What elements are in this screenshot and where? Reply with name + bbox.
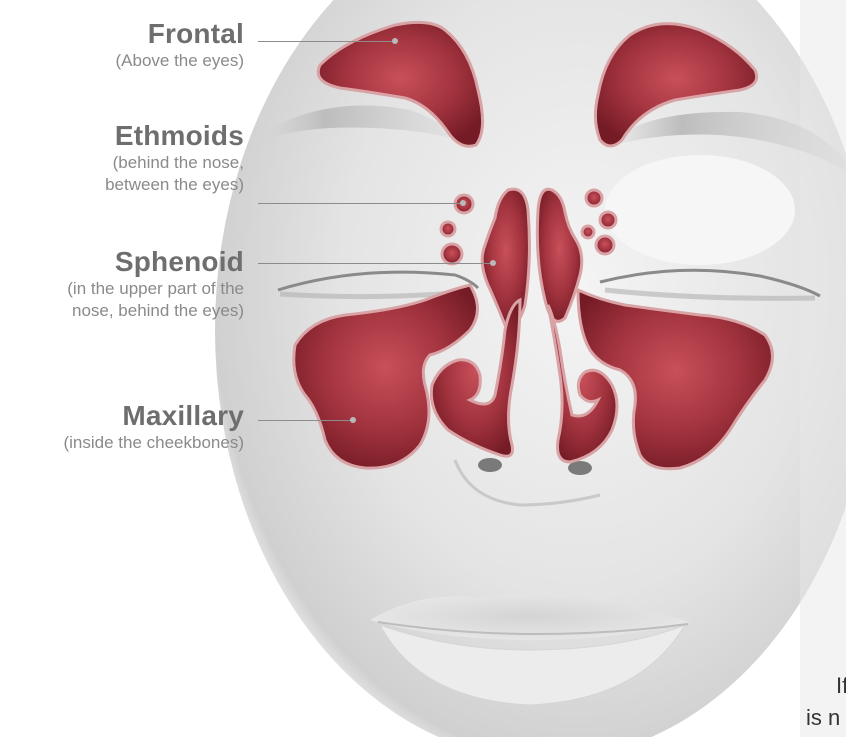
frontal-description: (Above the eyes) <box>115 50 244 72</box>
frontal-title: Frontal <box>115 18 244 50</box>
frontal-label: Frontal (Above the eyes) <box>115 18 244 72</box>
ethmoids-description-line1: (behind the nose, <box>105 152 244 174</box>
face-right-shade <box>800 0 846 737</box>
ethmoids-title: Ethmoids <box>105 120 244 152</box>
ethmoid-cell-l3 <box>442 244 462 264</box>
maxillary-leader-line <box>258 420 353 421</box>
cut-off-text-line2: is n <box>806 705 840 731</box>
sphenoid-description-line1: (in the upper part of the <box>67 278 244 300</box>
ethmoid-cell-l2 <box>441 222 455 236</box>
sphenoid-title: Sphenoid <box>67 246 244 278</box>
ethmoid-cell-r2 <box>600 212 616 228</box>
sphenoid-leader-line <box>258 263 493 264</box>
left-nostril <box>478 458 502 472</box>
frontal-leader-dot <box>392 38 398 44</box>
maxillary-label: Maxillary (inside the cheekbones) <box>63 400 244 454</box>
sphenoid-label: Sphenoid (in the upper part of the nose,… <box>67 246 244 322</box>
sphenoid-leader-dot <box>490 260 496 266</box>
ethmoid-cell-r4 <box>582 226 594 238</box>
cut-off-text-line1: If <box>836 673 846 699</box>
ethmoids-leader-line <box>258 203 463 204</box>
sphenoid-description-line2: nose, behind the eyes) <box>67 300 244 322</box>
ethmoid-cell-r1 <box>586 190 602 206</box>
frontal-leader-line <box>258 41 395 42</box>
ethmoids-description-line2: between the eyes) <box>105 174 244 196</box>
ethmoid-cell-r3 <box>596 236 614 254</box>
maxillary-description: (inside the cheekbones) <box>63 432 244 454</box>
ethmoids-label: Ethmoids (behind the nose, between the e… <box>105 120 244 196</box>
maxillary-leader-dot <box>350 417 356 423</box>
maxillary-title: Maxillary <box>63 400 244 432</box>
ethmoids-leader-dot <box>460 200 466 206</box>
right-eye-highlight <box>605 155 795 265</box>
